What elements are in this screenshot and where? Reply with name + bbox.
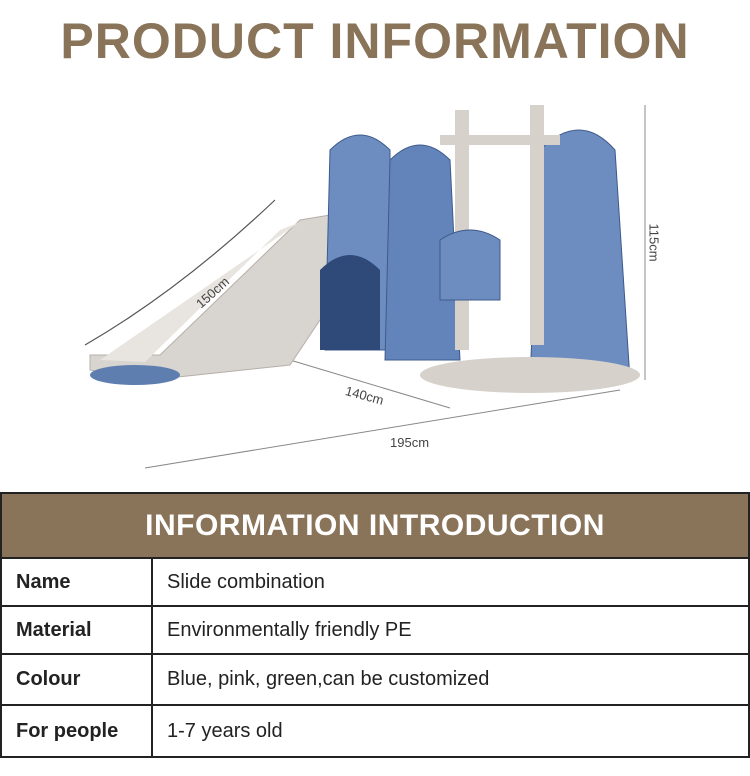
row-value: 1-7 years old	[151, 704, 750, 758]
row-label: For people	[0, 704, 153, 758]
row-value: Environmentally friendly PE	[151, 605, 750, 655]
page-title: PRODUCT INFORMATION	[60, 13, 690, 69]
info-heading: INFORMATION INTRODUCTION	[0, 492, 750, 559]
row-label: Name	[0, 557, 153, 607]
row-value: Slide combination	[151, 557, 750, 607]
width-label: 195cm	[390, 435, 430, 450]
height-label: 115cm	[646, 223, 662, 262]
row-label: Material	[0, 605, 153, 655]
row-value: Blue, pink, green,can be customized	[151, 653, 750, 706]
slide-swing-product-image	[84, 105, 646, 469]
row-label: Colour	[0, 653, 153, 706]
